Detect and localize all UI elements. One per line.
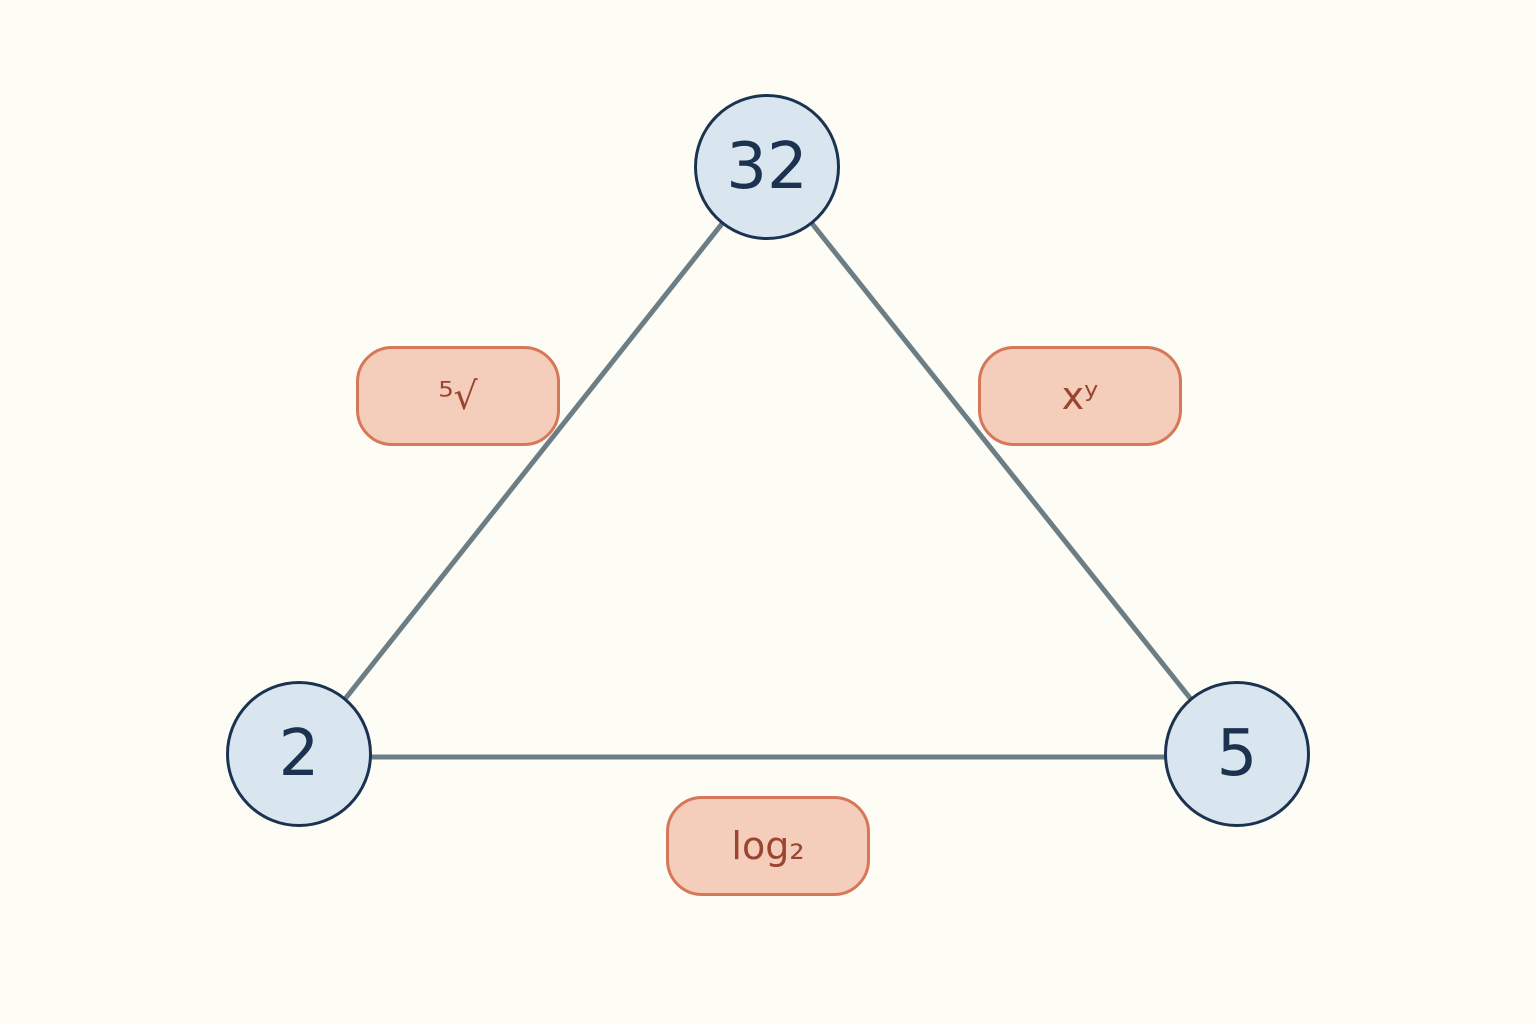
- operator-right-edge-label: xʸ: [1061, 374, 1099, 418]
- node-right: 5: [1164, 681, 1310, 827]
- operator-bottom-edge: log₂: [666, 796, 870, 896]
- node-left-label: 2: [278, 717, 320, 791]
- node-right-label: 5: [1216, 717, 1258, 791]
- node-top: 32: [694, 94, 840, 240]
- operator-right-edge: xʸ: [978, 346, 1182, 446]
- node-top-label: 32: [726, 130, 808, 204]
- node-left: 2: [226, 681, 372, 827]
- edge-top-left: [296, 164, 770, 760]
- operator-left-edge-label: ⁵√: [438, 374, 478, 418]
- edge-top-right: [764, 164, 1240, 760]
- operator-left-edge: ⁵√: [356, 346, 560, 446]
- operator-bottom-edge-label: log₂: [731, 824, 805, 868]
